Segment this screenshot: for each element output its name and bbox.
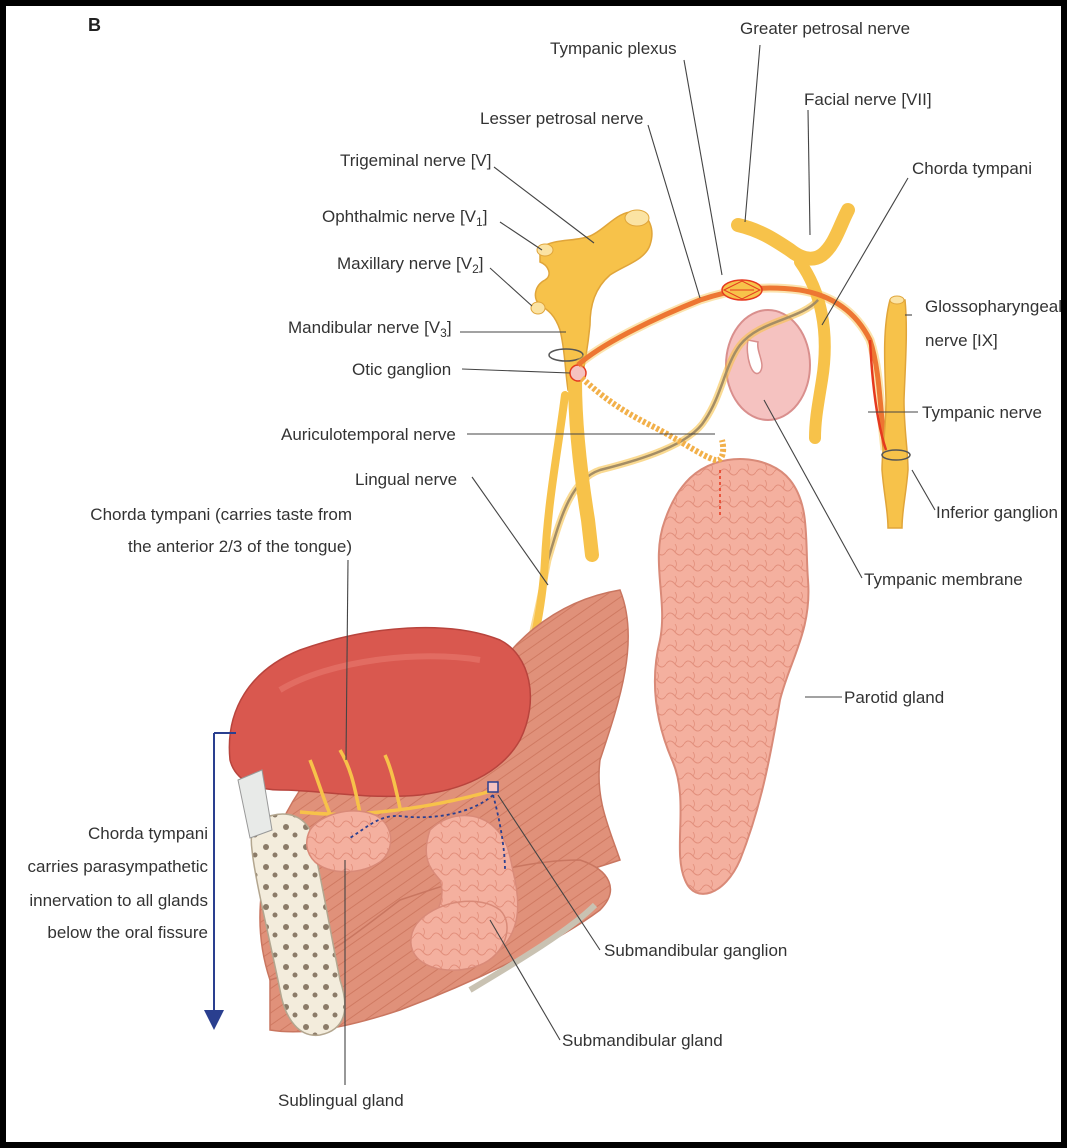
label-chorda-para-line4: below the oral fissure	[47, 923, 208, 942]
label-submandibular-ganglion: Submandibular ganglion	[604, 941, 787, 960]
label-tympanic-membrane: Tympanic membrane	[864, 570, 1023, 589]
label-parotid-gland: Parotid gland	[844, 688, 944, 707]
ophthalmic-stump	[537, 244, 553, 256]
label-lesser-petrosal-nerve: Lesser petrosal nerve	[480, 109, 643, 128]
panel-letter: B	[88, 15, 101, 35]
mandibular-trunk	[575, 380, 592, 555]
label-maxillary-nerve: Maxillary nerve [V2]	[337, 254, 484, 276]
label-chorda-taste-line2: the anterior 2/3 of the tongue)	[128, 537, 352, 556]
label-ophthalmic-nerve: Ophthalmic nerve [V1]	[322, 207, 487, 229]
label-mandibular-nerve: Mandibular nerve [V3]	[288, 318, 452, 340]
label-facial-nerve: Facial nerve [VII]	[804, 90, 932, 109]
glossopharyngeal-nerve-shape	[882, 300, 908, 528]
parotid-gland-shape	[655, 459, 809, 894]
label-lingual-nerve: Lingual nerve	[355, 470, 457, 489]
glossopharyngeal-stump	[890, 296, 904, 304]
label-glossopharyngeal-line2: nerve [IX]	[925, 331, 998, 350]
label-chorda-taste-line1: Chorda tympani (carries taste from	[90, 505, 352, 524]
label-chorda-para-line2: carries parasympathetic	[28, 857, 209, 876]
facial-nerve-shape	[738, 210, 848, 259]
label-otic-ganglion: Otic ganglion	[352, 360, 451, 379]
maxillary-stump	[531, 302, 545, 314]
trigeminal-ganglion-shape	[535, 212, 651, 390]
submandibular-ganglion-shape	[488, 782, 498, 792]
label-chorda-para-line3: innervation to all glands	[29, 891, 208, 910]
label-sublingual-gland: Sublingual gland	[278, 1091, 404, 1110]
label-tympanic-nerve: Tympanic nerve	[922, 403, 1042, 422]
label-chorda-para-line1: Chorda tympani	[88, 824, 208, 843]
label-inferior-ganglion: Inferior ganglion	[936, 503, 1058, 522]
label-greater-petrosal-nerve: Greater petrosal nerve	[740, 19, 910, 38]
tongue-shape	[229, 628, 530, 797]
label-trigeminal-nerve: Trigeminal nerve [V]	[340, 151, 491, 170]
label-submandibular-gland: Submandibular gland	[562, 1031, 723, 1050]
trigeminal-stump	[625, 210, 649, 226]
label-glossopharyngeal-line1: Glossopharyngeal	[925, 297, 1062, 316]
label-chorda-tympani: Chorda tympani	[912, 159, 1032, 178]
label-auriculotemporal-nerve: Auriculotemporal nerve	[281, 425, 456, 444]
label-tympanic-plexus: Tympanic plexus	[550, 39, 677, 58]
